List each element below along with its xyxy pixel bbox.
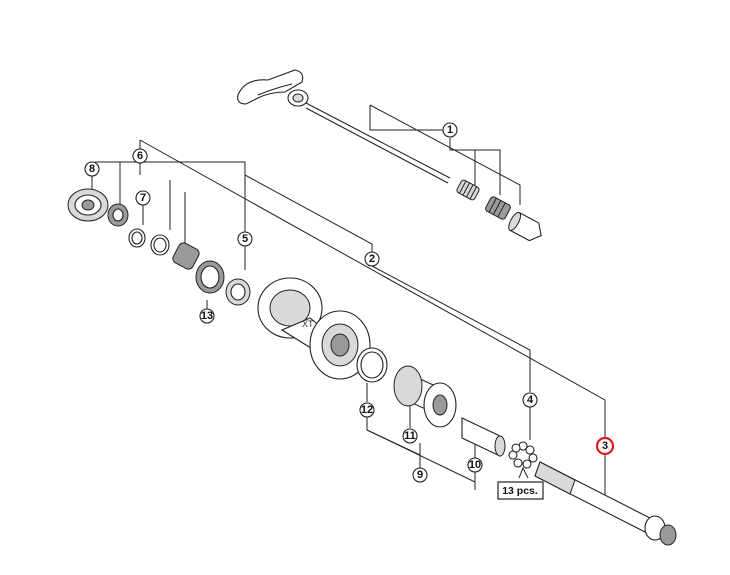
callout-12: 12 bbox=[359, 402, 375, 418]
hub-logo: XT bbox=[302, 319, 314, 329]
callout-13: 13 bbox=[199, 308, 215, 324]
hub-axle bbox=[534, 461, 677, 546]
svg-text:13 pcs.: 13 pcs. bbox=[502, 485, 538, 497]
svg-text:2: 2 bbox=[369, 253, 375, 265]
svg-text:7: 7 bbox=[140, 192, 146, 204]
callout-9: 9 bbox=[412, 467, 428, 483]
svg-text:1: 1 bbox=[447, 124, 453, 136]
svg-text:9: 9 bbox=[417, 469, 423, 481]
svg-text:6: 6 bbox=[137, 150, 143, 162]
hub-body: XT bbox=[257, 277, 371, 380]
callout-2: 2 bbox=[364, 251, 380, 267]
callout-4: 4 bbox=[522, 392, 538, 408]
svg-text:10: 10 bbox=[469, 459, 481, 471]
callout-8: 8 bbox=[84, 161, 100, 177]
ball-bearings bbox=[508, 441, 538, 469]
left-side-parts bbox=[67, 188, 251, 306]
leader-lines bbox=[91, 104, 606, 510]
callout-10: 10 bbox=[467, 457, 483, 473]
svg-text:11: 11 bbox=[404, 430, 416, 442]
quick-release-skewer bbox=[237, 69, 542, 242]
svg-text:8: 8 bbox=[89, 163, 95, 175]
callout-11: 11 bbox=[402, 428, 418, 444]
quantity-label-box: 13 pcs. bbox=[497, 481, 544, 500]
svg-text:12: 12 bbox=[361, 404, 373, 416]
svg-text:5: 5 bbox=[242, 233, 248, 245]
callout-1: 1 bbox=[442, 122, 458, 138]
callout-3-highlighted: 3 bbox=[595, 436, 615, 456]
callout-5: 5 bbox=[237, 231, 253, 247]
svg-text:4: 4 bbox=[527, 394, 534, 406]
callout-7: 7 bbox=[135, 190, 151, 206]
freehub-parts bbox=[356, 347, 506, 457]
svg-text:13: 13 bbox=[201, 310, 213, 322]
callout-6: 6 bbox=[132, 148, 148, 164]
svg-text:3: 3 bbox=[602, 440, 608, 452]
